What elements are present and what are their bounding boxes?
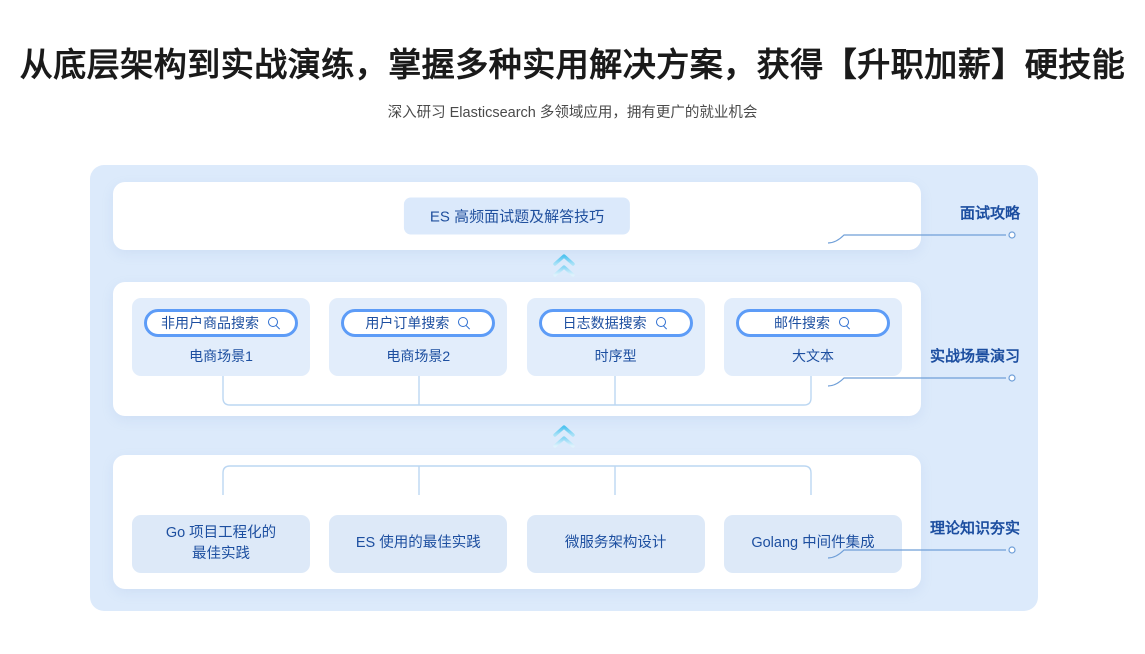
- search-pill[interactable]: 用户订单搜索: [341, 309, 496, 337]
- theory-card-line1: ES 使用的最佳实践: [355, 535, 481, 552]
- curriculum-diagram: ES 高频面试题及解答技巧 非用户商品搜索: [90, 165, 1038, 611]
- scenario-caption: 大文本: [791, 348, 834, 364]
- page-title: 从底层架构到实战演练，掌握多种实用解决方案，获得【升职加薪】硬技能: [19, 46, 1126, 83]
- theory-card[interactable]: ES 使用的最佳实践: [329, 515, 508, 573]
- search-icon: [458, 316, 471, 330]
- panel-theory: Go 项目工程化的 最佳实践 ES 使用的最佳实践 微服务架构设计 Golang…: [113, 455, 921, 589]
- chevron-up-icon: [550, 424, 578, 454]
- scenario-card[interactable]: 邮件搜索 大文本: [723, 298, 902, 376]
- search-pill[interactable]: 非用户商品搜索: [144, 309, 298, 337]
- theory-card-line1: Go 项目工程化的: [165, 524, 277, 541]
- scenario-title: 日志数据搜索: [562, 315, 647, 331]
- search-icon: [838, 316, 852, 330]
- scenario-title: 用户订单搜索: [365, 315, 450, 331]
- panel-interview: ES 高频面试题及解答技巧: [113, 182, 921, 250]
- page-header: 从底层架构到实战演练，掌握多种实用解决方案，获得【升职加薪】硬技能 深入研习 E…: [0, 0, 1145, 122]
- scenario-title: 非用户商品搜索: [161, 315, 259, 331]
- theory-card[interactable]: 微服务架构设计: [526, 515, 705, 573]
- bracket-connector-theory: [221, 463, 813, 497]
- scenario-title: 邮件搜索: [773, 315, 830, 331]
- theory-card[interactable]: Go 项目工程化的 最佳实践: [132, 515, 310, 573]
- search-pill[interactable]: 日志数据搜索: [538, 309, 693, 337]
- chevron-up-icon: [550, 253, 578, 283]
- theory-card-line1: 微服务架构设计: [564, 535, 667, 552]
- scenario-row: 非用户商品搜索 电商场景1 用户订单搜索 电商场景2 日志数据搜索 时序型: [132, 298, 902, 376]
- scenario-card[interactable]: 用户订单搜索 电商场景2: [329, 298, 508, 376]
- scenario-caption: 电商场景1: [189, 348, 253, 364]
- theory-row: Go 项目工程化的 最佳实践 ES 使用的最佳实践 微服务架构设计 Golang…: [132, 515, 902, 573]
- stage-label-practice: 实战场景演习: [929, 348, 1020, 365]
- theory-card-line2: 最佳实践: [192, 546, 250, 562]
- scenario-caption: 电商场景2: [386, 348, 451, 364]
- page-subtitle: 深入研习 Elasticsearch 多领域应用，拥有更广的就业机会: [387, 104, 758, 121]
- theory-card[interactable]: Golang 中间件集成: [723, 515, 902, 573]
- search-pill[interactable]: 邮件搜索: [735, 309, 890, 337]
- bracket-connector-practice: [221, 374, 813, 408]
- search-icon: [268, 316, 281, 330]
- scenario-card[interactable]: 非用户商品搜索 电商场景1: [132, 298, 310, 376]
- interview-topic-pill[interactable]: ES 高频面试题及解答技巧: [403, 197, 631, 235]
- search-icon: [655, 316, 669, 330]
- theory-card-line1: Golang 中间件集成: [751, 535, 875, 552]
- stage-label-theory: 理论知识夯实: [929, 520, 1020, 537]
- stage-label-interview: 面试攻略: [959, 205, 1020, 222]
- scenario-caption: 时序型: [594, 348, 637, 364]
- panel-practice: 非用户商品搜索 电商场景1 用户订单搜索 电商场景2 日志数据搜索 时序型: [113, 282, 921, 416]
- scenario-card[interactable]: 日志数据搜索 时序型: [526, 298, 705, 376]
